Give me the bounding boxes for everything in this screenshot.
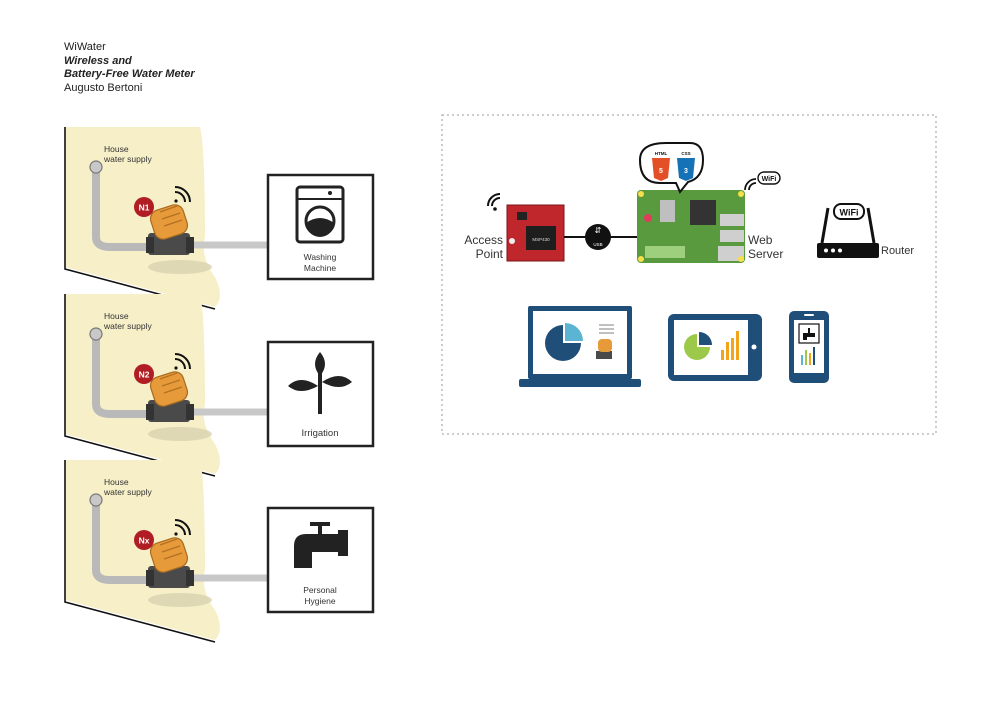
access-point-board: MSP430: [506, 204, 565, 262]
web-server-label: Web: [748, 233, 773, 247]
node-badge: [134, 364, 154, 384]
node-badge: [134, 197, 154, 217]
supply-label: water supply: [103, 154, 152, 164]
use-label: Irrigation: [302, 428, 339, 439]
author: Augusto Bertoni: [64, 81, 143, 94]
svg-text:5: 5: [659, 168, 663, 175]
server-speech-bubble: 5 HTML 3 CSS: [638, 142, 705, 194]
header: WiWater Wireless and Battery-Free Water …: [64, 41, 195, 95]
usb-label: USB: [593, 242, 602, 247]
css-badge-label: CSS: [681, 151, 690, 156]
supply-label: House: [104, 144, 129, 154]
html5-icon: 5 HTML: [652, 151, 670, 181]
router-label: Router: [881, 245, 914, 257]
plant-icon: [288, 352, 352, 414]
svg-text:⇵: ⇵: [595, 226, 602, 235]
node-label: N2: [139, 370, 150, 380]
router-icon: WiFi: [817, 203, 879, 258]
meter-row-2: House water supply N2 Irrigation: [65, 294, 375, 476]
supply-label: House: [104, 311, 129, 321]
supply-label: House: [104, 477, 129, 487]
use-label: Personal: [303, 585, 337, 595]
tablet-icon: [668, 314, 762, 381]
access-point-label: Point: [476, 247, 504, 261]
meter-row-1: House water supply N1 Washing Machine: [65, 127, 375, 309]
server-wifi-icon: WiFi: [744, 171, 781, 191]
access-point-label: Access: [464, 233, 503, 247]
network-panel: Access Point MSP430 ⇵ USB: [441, 114, 937, 435]
app-title: WiWater: [64, 41, 106, 53]
phone-icon: [789, 311, 829, 383]
router-wifi-label: WiFi: [840, 208, 859, 218]
css3-icon: 3 CSS: [677, 151, 695, 181]
server-wifi-label: WiFi: [762, 176, 777, 183]
subtitle-line-2: Battery-Free Water Meter: [64, 68, 195, 80]
supply-label: water supply: [103, 487, 152, 497]
usb-connector: ⇵ USB: [585, 224, 611, 250]
supply-label: water supply: [103, 321, 152, 331]
washing-machine-icon: [295, 185, 345, 244]
irrigation-box: Irrigation: [266, 340, 375, 448]
node-label: N1: [139, 203, 150, 213]
meter-row-3: House water supply Nx Personal Hygiene: [65, 460, 375, 642]
board-chip-label: MSP430: [532, 237, 550, 242]
faucet-icon: [294, 522, 348, 568]
subtitle-line-1: Wireless and: [64, 54, 132, 67]
access-point-wifi-icon: [487, 193, 501, 211]
use-label: Washing: [304, 252, 337, 262]
raspberry-pi-board: [637, 190, 745, 263]
node-label: Nx: [139, 536, 150, 546]
laptop-icon: [519, 306, 641, 387]
web-server-label: Server: [748, 247, 783, 261]
hygiene-box: Personal Hygiene: [266, 506, 375, 614]
svg-text:3: 3: [684, 168, 688, 175]
use-label: Hygiene: [304, 596, 335, 606]
use-label: Machine: [304, 263, 336, 273]
node-badge: [134, 530, 154, 550]
washing-machine-box: Washing Machine: [266, 173, 375, 281]
html-badge-label: HTML: [655, 151, 668, 156]
